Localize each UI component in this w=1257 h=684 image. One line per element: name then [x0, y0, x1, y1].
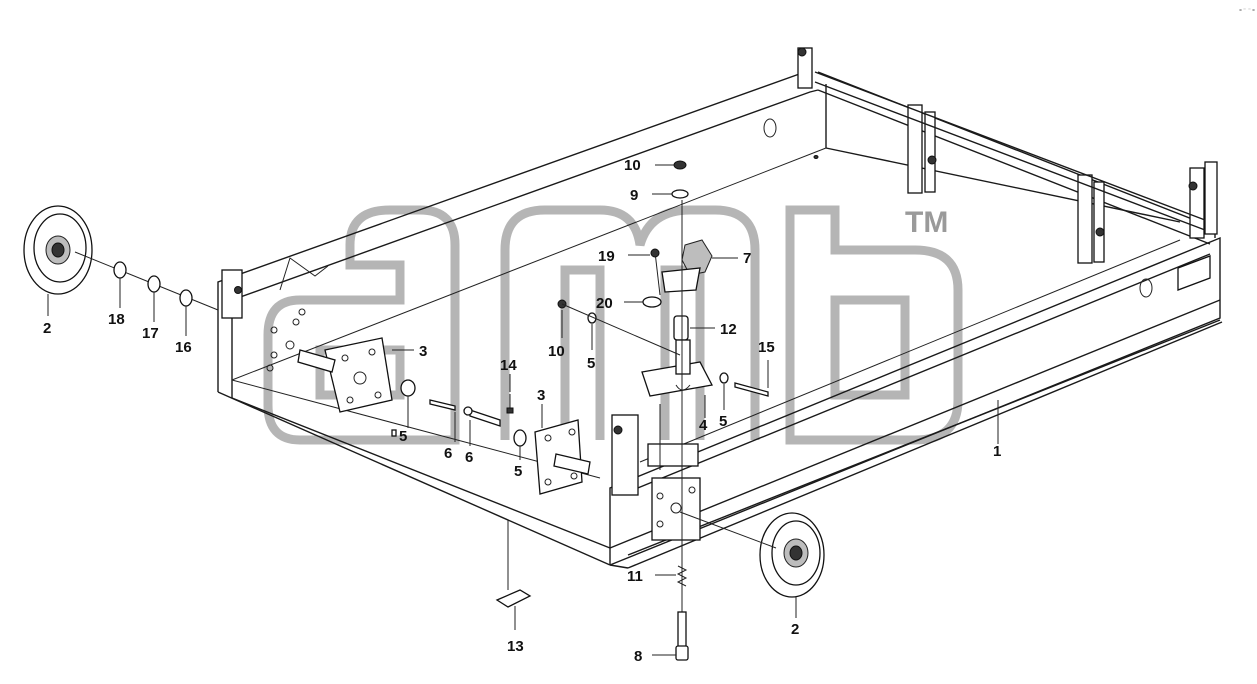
part-label-9: 9: [630, 187, 638, 204]
plate-left: [297, 337, 393, 413]
part-label-6: 6: [444, 445, 452, 462]
part-label-2: 2: [791, 621, 799, 638]
part-label-13: 13: [507, 638, 524, 655]
part-label-14: 14: [500, 357, 517, 374]
part-label-6: 6: [465, 449, 473, 466]
part-label-3: 3: [537, 387, 545, 404]
washer-16: [179, 289, 193, 307]
part-label-10: 10: [548, 343, 565, 360]
washer-18: [113, 261, 127, 279]
washer-17: [147, 275, 161, 293]
corner-code: ⚬⁻ ⁻⚬: [1238, 8, 1256, 14]
part-label-20: 20: [596, 295, 613, 312]
wheel-left: [23, 205, 219, 311]
part-label-2: 2: [43, 320, 51, 337]
part-labels: 10 9 19 7 20 12 10 5 15 4 5 1 2 18 17 16…: [43, 157, 1001, 665]
leader-lines: [47, 164, 999, 656]
plate-right: [534, 419, 591, 495]
bracket-13: [495, 589, 532, 608]
part-label-10: 10: [624, 157, 641, 174]
watermark-trademark: TM: [905, 206, 948, 239]
part-label-8: 8: [634, 648, 642, 665]
part-label-15: 15: [758, 339, 775, 356]
part-label-5: 5: [399, 428, 407, 445]
part-label-1: 1: [993, 443, 1001, 460]
part-label-5: 5: [587, 355, 595, 372]
part-label-4: 4: [699, 417, 708, 434]
part-label-18: 18: [108, 311, 125, 328]
part-label-5: 5: [719, 413, 727, 430]
part-label-16: 16: [175, 339, 192, 356]
part-label-12: 12: [720, 321, 737, 338]
part-label-3: 3: [419, 343, 427, 360]
part-label-5: 5: [514, 463, 522, 480]
wheel-right: [679, 511, 825, 598]
part-label-19: 19: [598, 248, 615, 265]
part-label-17: 17: [142, 325, 159, 342]
part-label-11: 11: [627, 568, 643, 585]
part-label-7: 7: [743, 250, 751, 267]
frame: [217, 47, 1223, 569]
spring-pin: [675, 200, 689, 661]
